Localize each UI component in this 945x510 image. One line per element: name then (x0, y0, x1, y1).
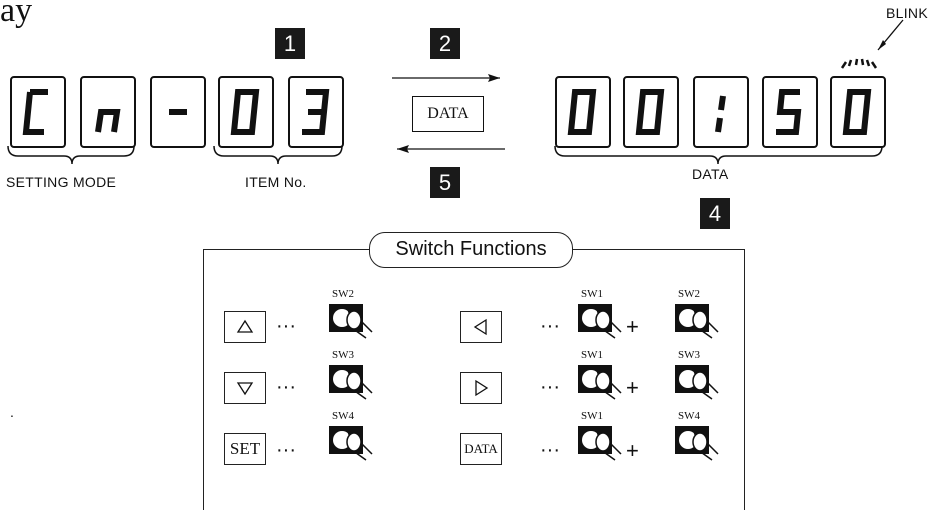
switch-sw2: SW2 (326, 288, 396, 339)
down-key (224, 372, 266, 404)
left-key (460, 311, 502, 343)
plus-sign: + (626, 314, 639, 339)
finger-press-icon (675, 304, 719, 339)
finger-press-icon (329, 426, 373, 461)
item-no-label: ITEM No. (245, 174, 307, 190)
finger-press-icon (329, 365, 373, 400)
switch-label: SW4 (678, 410, 700, 422)
plus-sign: + (626, 375, 639, 400)
switch-label: SW1 (581, 288, 603, 300)
ellipsis: ··· (540, 439, 560, 461)
display-digit-c (10, 76, 66, 148)
finger-press-icon (578, 426, 622, 461)
finger-press-icon (675, 365, 719, 400)
plus-sign: + (626, 438, 639, 463)
blink-label: BLINK (886, 5, 928, 21)
right-key (460, 372, 502, 404)
switch-label: SW2 (332, 288, 354, 300)
display-digit-1 (693, 76, 749, 148)
stray-mark: . (10, 404, 14, 420)
finger-press-icon (329, 304, 373, 339)
switch-sw4: SW4 (326, 410, 396, 461)
switch-label: SW2 (678, 288, 700, 300)
ellipsis: ··· (276, 376, 296, 398)
down-triangle-icon (236, 382, 254, 396)
display-digit-0a (555, 76, 611, 148)
display-digit-0 (218, 76, 274, 148)
switch-sw3: SW3 (326, 349, 396, 400)
display-digit-0b (623, 76, 679, 148)
ellipsis: ··· (540, 315, 560, 337)
up-key (224, 311, 266, 343)
switch-sw1: SW1 (575, 349, 645, 400)
data-key: DATA (460, 433, 502, 465)
step-badge-2: 2 (430, 28, 460, 59)
switch-label: SW3 (678, 349, 700, 361)
display-digit-3 (288, 76, 344, 148)
switch-label: SW1 (581, 410, 603, 422)
switch-sw4: SW4 (672, 410, 742, 461)
left-triangle-icon (473, 318, 487, 336)
switch-sw3: SW3 (672, 349, 742, 400)
data-key-button: DATA (412, 96, 484, 132)
display-digit-n (80, 76, 136, 148)
step-badge-4: 4 (700, 198, 730, 229)
step-badge-5: 5 (430, 167, 460, 198)
ellipsis: ··· (276, 315, 296, 337)
switch-label: SW1 (581, 349, 603, 361)
switch-label: SW3 (332, 349, 354, 361)
switch-sw1: SW1 (575, 410, 645, 461)
right-triangle-icon (475, 379, 489, 397)
step-badge-1: 1 (275, 28, 305, 59)
setting-mode-label: SETTING MODE (6, 174, 117, 190)
up-triangle-icon (236, 319, 254, 333)
display-digit-5 (762, 76, 818, 148)
finger-press-icon (578, 365, 622, 400)
display-digit-dash (150, 76, 206, 148)
finger-press-icon (578, 304, 622, 339)
corner-text-fragment: ay (0, 0, 33, 29)
ellipsis: ··· (540, 376, 560, 398)
switch-label: SW4 (332, 410, 354, 422)
switch-sw1: SW1 (575, 288, 645, 339)
switch-sw2: SW2 (672, 288, 742, 339)
display-digit-0c-blinking (830, 76, 886, 148)
finger-press-icon (675, 426, 719, 461)
data-label: DATA (692, 166, 729, 182)
panel-title: Switch Functions (369, 232, 573, 268)
ellipsis: ··· (276, 439, 296, 461)
set-key: SET (224, 433, 266, 465)
